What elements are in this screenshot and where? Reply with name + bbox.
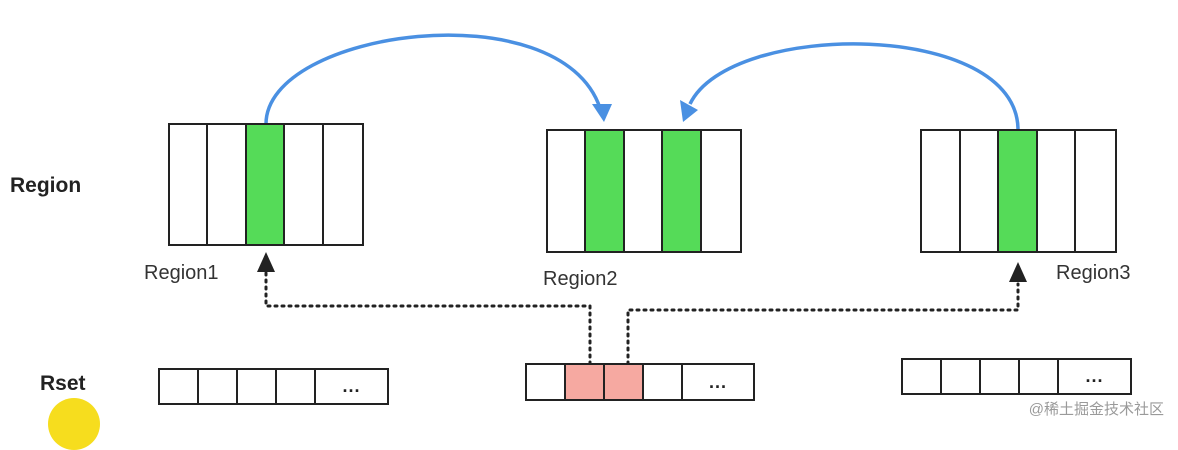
region1-card-1 bbox=[170, 125, 209, 244]
g1-rset-diagram: Region Rset Region1 Region2 Region3 ... … bbox=[10, 33, 1164, 450]
rset3-entry-1 bbox=[903, 360, 942, 393]
rset-pointer-to-region1 bbox=[264, 266, 592, 366]
region3-rset: ... bbox=[901, 358, 1132, 395]
region2-card-1 bbox=[548, 131, 587, 251]
rset1-entry-1 bbox=[160, 370, 199, 403]
region3-card-2 bbox=[960, 131, 1000, 251]
yellow-marker bbox=[48, 398, 100, 450]
region1-card-2 bbox=[208, 125, 247, 244]
region3-cards bbox=[920, 129, 1117, 253]
region2-card-3 bbox=[624, 131, 664, 251]
rset-pointer-to-region3 bbox=[626, 282, 1020, 366]
watermark: @稀土掘金技术社区 bbox=[1028, 401, 1164, 418]
region1-cards bbox=[168, 123, 364, 246]
region1-card-5 bbox=[323, 125, 362, 244]
rset-pointer-arrowhead-region1 bbox=[257, 252, 275, 272]
rset2-entry-4 bbox=[644, 365, 683, 399]
rset-row-label: Rset bbox=[40, 372, 86, 395]
reference-arrowhead-region2-right bbox=[680, 100, 698, 122]
region2-cards bbox=[546, 129, 742, 253]
region2-card-5 bbox=[701, 131, 740, 251]
rset1-ellipsis: ... bbox=[316, 370, 387, 403]
rset2-entry-3-active bbox=[605, 365, 644, 399]
rset2-entry-1 bbox=[527, 365, 566, 399]
region1-card-4 bbox=[285, 125, 324, 244]
reference-arrow-region3-to-region2 bbox=[688, 42, 1020, 131]
region2-label: Region2 bbox=[543, 268, 618, 290]
region2-card-2-referenced bbox=[586, 131, 625, 251]
region-row-label: Region bbox=[10, 174, 82, 197]
rset3-entry-2 bbox=[942, 360, 981, 393]
rset2-ellipsis: ... bbox=[683, 365, 753, 399]
region2-rset: ... bbox=[525, 363, 755, 401]
rset3-entry-4 bbox=[1020, 360, 1059, 393]
region1-rset: ... bbox=[158, 368, 389, 405]
region1-label: Region1 bbox=[144, 262, 219, 284]
region2-card-4-referenced bbox=[663, 131, 702, 251]
region3-card-4 bbox=[1037, 131, 1077, 251]
rset-pointer-arrowhead-region3 bbox=[1009, 262, 1027, 282]
rset1-entry-2 bbox=[199, 370, 238, 403]
reference-arrow-region1-to-region2 bbox=[264, 33, 602, 125]
region3-card-1 bbox=[922, 131, 961, 251]
region3-label: Region3 bbox=[1056, 262, 1131, 284]
reference-arrowhead-region2-left bbox=[592, 104, 612, 122]
region3-card-3-referenced bbox=[999, 131, 1038, 251]
rset3-ellipsis: ... bbox=[1059, 360, 1130, 393]
rset1-entry-4 bbox=[277, 370, 316, 403]
rset3-entry-3 bbox=[981, 360, 1020, 393]
region3-card-5 bbox=[1076, 131, 1115, 251]
connector-layer bbox=[257, 33, 1027, 366]
rset1-entry-3 bbox=[238, 370, 277, 403]
rset2-entry-2-active bbox=[566, 365, 605, 399]
region1-card-3-referenced bbox=[246, 125, 286, 244]
